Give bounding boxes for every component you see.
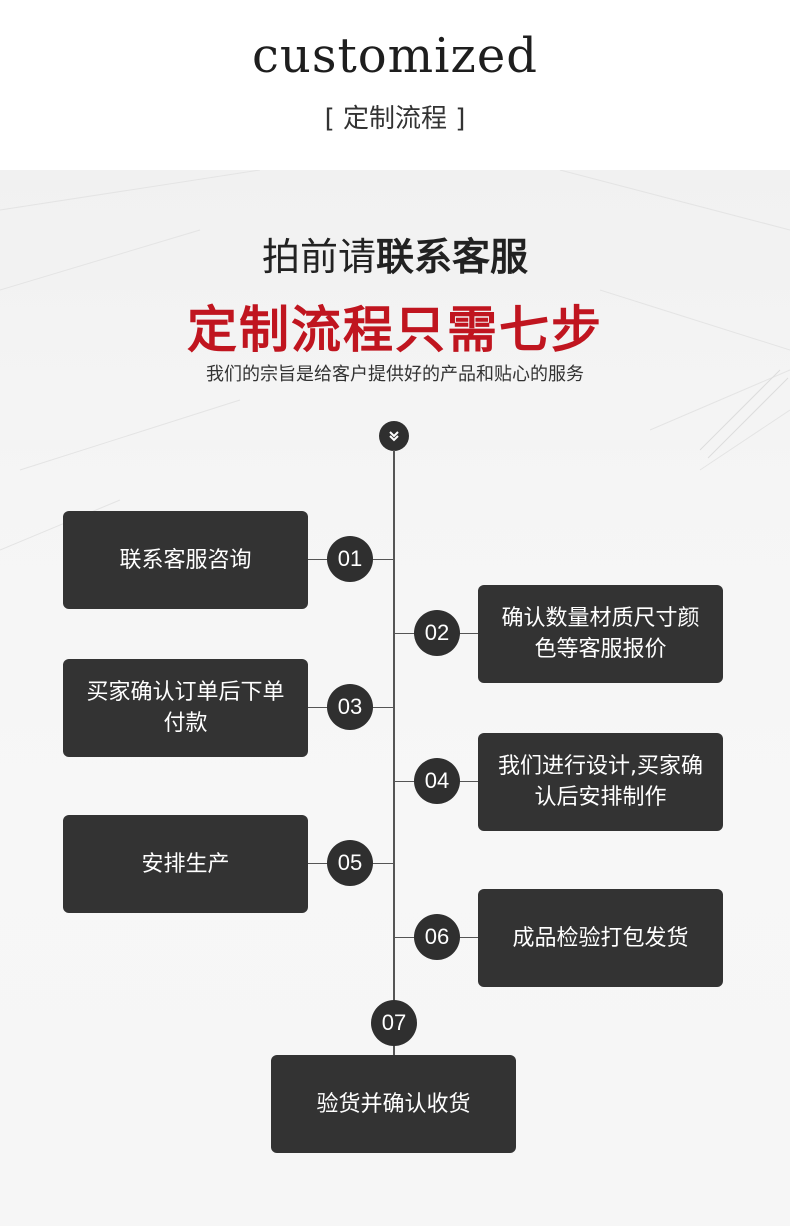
- page-title: customized: [252, 28, 538, 84]
- step-box-02: 确认数量材质尺寸颜色等客服报价: [478, 585, 723, 683]
- step-box-04: 我们进行设计,买家确认后安排制作: [478, 733, 723, 831]
- step-text-07: 验货并确认收货: [316, 1091, 471, 1117]
- timeline-start-marker: [379, 421, 409, 451]
- step-box-01: 联系客服咨询: [63, 511, 308, 609]
- step-text-05: 安排生产: [141, 851, 230, 877]
- step-number-06: 06: [414, 914, 460, 960]
- page-subtitle: [ 定制流程 ]: [324, 104, 466, 134]
- intro-contact-emphasis: 联系客服: [376, 235, 529, 279]
- step-text-01: 联系客服咨询: [119, 547, 252, 573]
- timeline-line: [393, 450, 395, 1058]
- step-text-02: 确认数量材质尺寸颜色等客服报价: [501, 606, 700, 662]
- double-chevron-down-icon: [389, 431, 399, 442]
- background-decoration: [0, 170, 790, 551]
- step-text-03: 买家确认订单后下单付款: [86, 680, 285, 736]
- intro-contact-prefix: 拍前请: [261, 235, 376, 279]
- header: customized [ 定制流程 ]: [0, 0, 790, 170]
- step-number-04: 04: [414, 758, 460, 804]
- step-box-05: 安排生产: [63, 815, 308, 913]
- step-box-06: 成品检验打包发货: [478, 889, 723, 987]
- intro-contact-line: 拍前请联系客服: [0, 226, 790, 281]
- process-section: 拍前请联系客服 定制流程只需七步 我们的宗旨是给客户提供好的产品和贴心的服务 联…: [0, 170, 790, 1226]
- step-box-07: 验货并确认收货: [271, 1055, 516, 1153]
- intro-tagline: 我们的宗旨是给客户提供好的产品和贴心的服务: [206, 364, 584, 385]
- step-number-05: 05: [327, 840, 373, 886]
- step-number-03: 03: [327, 684, 373, 730]
- step-number-01: 01: [327, 536, 373, 582]
- step-box-03: 买家确认订单后下单付款: [63, 659, 308, 757]
- intro-headline: 定制流程只需七步: [187, 301, 603, 359]
- step-text-06: 成品检验打包发货: [512, 925, 689, 951]
- step-number-02: 02: [414, 610, 460, 656]
- step-text-04: 我们进行设计,买家确认后安排制作: [498, 754, 703, 810]
- step-number-07: 07: [371, 1000, 417, 1046]
